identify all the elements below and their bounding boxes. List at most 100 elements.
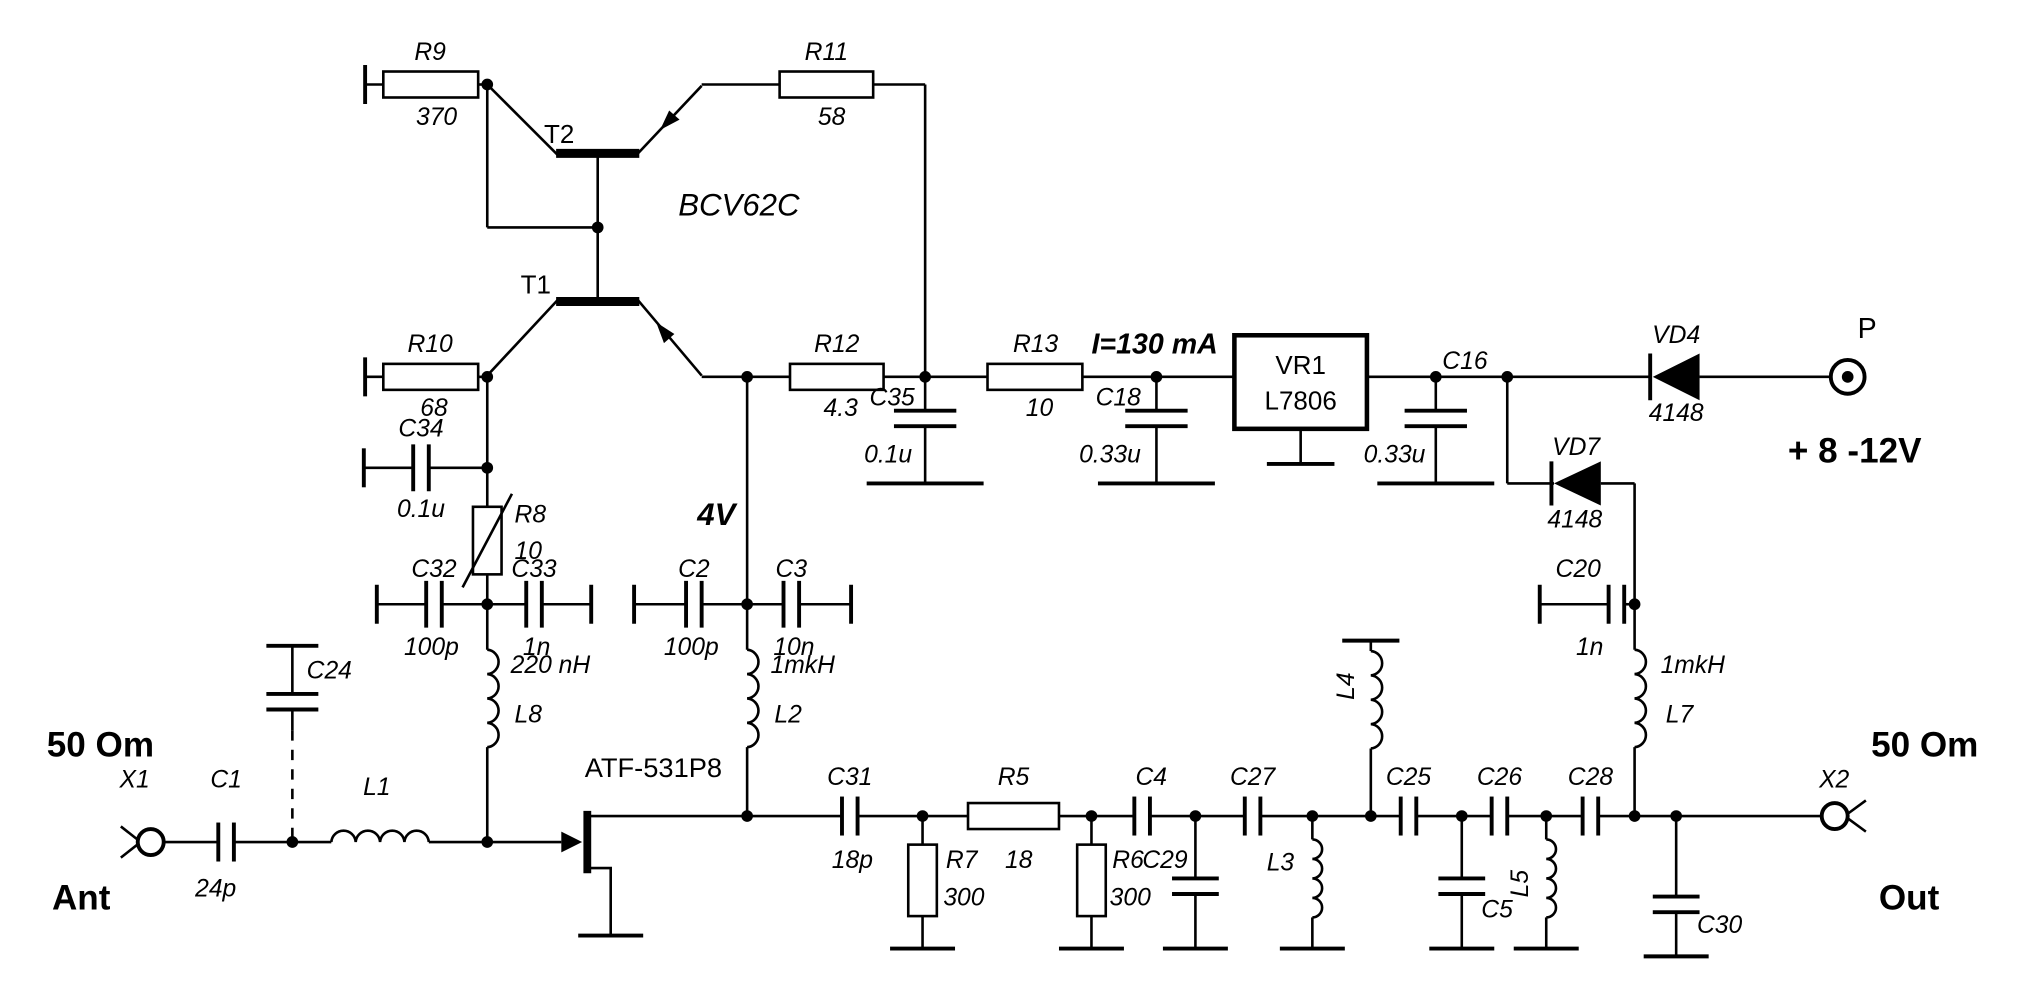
capacitor-C35: C35 0.1u xyxy=(864,376,984,486)
label-L5-ref: L5 xyxy=(1507,870,1534,898)
inductor-coil xyxy=(330,829,431,843)
inductor-coil xyxy=(487,648,500,749)
label-R9-value: 370 xyxy=(416,104,457,131)
label-R5-ref: R5 xyxy=(998,764,1030,791)
label-R7-ref: R7 xyxy=(946,847,979,874)
capacitor-C26: C26 xyxy=(1477,764,1583,836)
resistor-body xyxy=(382,70,480,99)
resistor-R6: R6 300 xyxy=(1058,810,1151,951)
label-C4-ref: C4 xyxy=(1135,764,1167,791)
resistor-R13: R13 10 xyxy=(986,331,1084,422)
capacitor-C3: C3 10n xyxy=(741,556,854,661)
label-L2-value: 1mkH xyxy=(771,652,836,679)
inductor-coil xyxy=(1312,838,1324,919)
inductor-L2: 1mkH L2 xyxy=(745,604,836,817)
connector-pin xyxy=(1841,371,1854,383)
resistor-body xyxy=(471,505,503,576)
label-C29-ref: C29 xyxy=(1142,847,1188,874)
label-C16-value: 0.33u xyxy=(1364,442,1426,469)
resistor-R9: R9 370 xyxy=(363,39,488,131)
resistor-R12: R12 4.3 xyxy=(788,331,885,422)
inductor-L7: 1mkH L7 xyxy=(1633,604,1725,817)
label-C18-ref: C18 xyxy=(1096,384,1142,411)
capacitor-C2: C2 100p xyxy=(632,556,748,661)
label-C26-ref: C26 xyxy=(1477,764,1523,791)
label-bcv62c: BCV62C xyxy=(678,188,800,223)
inductor-coil xyxy=(1546,838,1558,919)
label-R5-value: 18 xyxy=(1005,847,1033,874)
label-R7-value: 300 xyxy=(943,885,984,912)
inductor-coil xyxy=(1370,649,1384,750)
label-L8-ref: L8 xyxy=(515,701,543,728)
inductor-L5: L5 xyxy=(1507,810,1579,951)
resistor-R10: R10 68 xyxy=(363,331,488,422)
resistor-body xyxy=(1075,843,1108,918)
capacitor-C33: C33 1n xyxy=(481,556,594,661)
capacitor-C18: C18 0.33u xyxy=(1079,376,1215,486)
label-L3-ref: L3 xyxy=(1267,850,1295,877)
label-R12-ref: R12 xyxy=(814,331,860,358)
label-C20-ref: C20 xyxy=(1556,556,1602,583)
plug-fork xyxy=(120,842,140,859)
label-C18-value: 0.33u xyxy=(1079,442,1141,469)
label-C2-value: 100p xyxy=(664,634,719,661)
label-R6-ref: R6 xyxy=(1112,847,1144,874)
connector-ring xyxy=(135,827,166,857)
label-C32-ref: C32 xyxy=(411,556,457,583)
connector-ring xyxy=(1819,801,1850,831)
regulator-body xyxy=(1232,333,1370,432)
regulator-VR1: VR1 L7806 xyxy=(1232,333,1370,466)
capacitor-C34: C34 0.1u xyxy=(361,376,494,523)
inductor-L8: 220 nH L8 xyxy=(485,604,590,843)
label-C33-value: 1n xyxy=(523,634,550,661)
capacitor-C4: C4 xyxy=(1132,764,1245,836)
transistor-T1: T1 xyxy=(486,270,703,377)
inductor-coil xyxy=(746,648,760,749)
diode-VD7: VD7 4148 xyxy=(1505,376,1636,605)
label-X2: X2 xyxy=(1818,766,1849,793)
label-C1-ref: C1 xyxy=(210,766,242,793)
label-R13-ref: R13 xyxy=(1013,331,1059,358)
plug-fork xyxy=(1845,816,1867,833)
label-R9-ref: R9 xyxy=(414,39,446,66)
capacitor-C32: C32 100p xyxy=(374,556,488,661)
transistor-FET: ATF-531P8 xyxy=(561,752,842,938)
label-ant: Ant xyxy=(52,879,111,918)
connector-ring xyxy=(1828,358,1867,396)
connector-X2: X2 xyxy=(1818,766,1867,833)
label-rail-voltage: 4V xyxy=(696,497,737,532)
source-lead xyxy=(588,866,612,936)
mirror-base-tie xyxy=(481,78,604,302)
label-P: P xyxy=(1858,313,1877,345)
label-T2: T2 xyxy=(544,119,574,149)
label-C30-ref: C30 xyxy=(1697,912,1743,939)
diode-triangle xyxy=(1554,461,1601,506)
label-C5-ref: C5 xyxy=(1481,896,1513,923)
label-left-impedance: 50 Om xyxy=(47,725,154,764)
label-C16-ref: C16 xyxy=(1442,348,1488,375)
label-C27-ref: C27 xyxy=(1230,764,1277,791)
resistor-body xyxy=(906,843,939,918)
label-VR1-part: L7806 xyxy=(1265,385,1337,415)
label-C25-ref: C25 xyxy=(1386,764,1432,791)
label-VD4-ref: VD4 xyxy=(1652,322,1700,349)
label-R10-value: 68 xyxy=(420,395,448,422)
plug-fork xyxy=(120,825,140,842)
label-R10-ref: R10 xyxy=(407,331,453,358)
label-C31-ref: C31 xyxy=(827,764,872,791)
transistor-T2: T2 xyxy=(486,83,780,158)
capacitor-C30: C30 xyxy=(1643,810,1743,959)
label-C31-value: 18p xyxy=(832,847,873,874)
diode-triangle xyxy=(1652,353,1700,401)
diode-VD4: VD4 4148 xyxy=(1648,322,1831,427)
capacitor-C31: C31 18p xyxy=(827,764,969,874)
resistor-body xyxy=(986,362,1084,392)
label-C34-ref: C34 xyxy=(398,416,443,443)
emitter-arrow xyxy=(660,110,680,130)
label-R13-value: 10 xyxy=(1026,395,1054,422)
inductor-L4: L4 xyxy=(1333,638,1400,822)
capacitor-C16: C16 0.33u xyxy=(1364,348,1495,486)
label-VD7-value: 4148 xyxy=(1547,507,1602,534)
label-C3-ref: C3 xyxy=(776,556,808,583)
